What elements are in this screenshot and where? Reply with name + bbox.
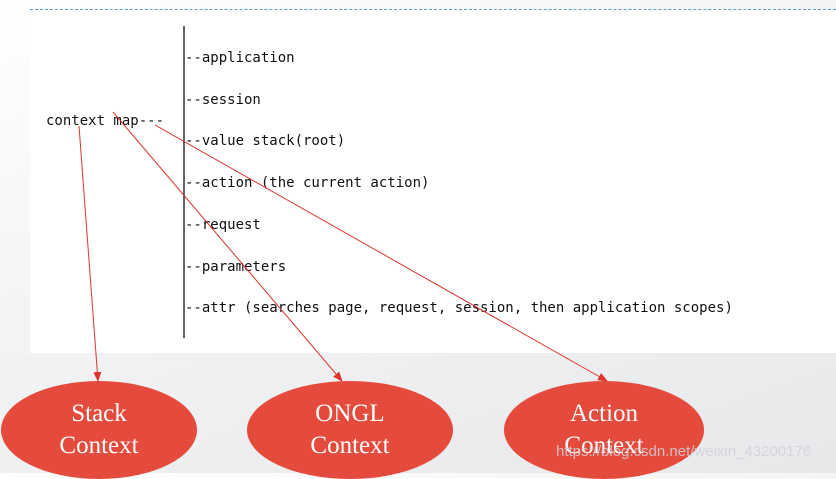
- branch-session: --session: [185, 92, 261, 108]
- branch-application: --application: [185, 50, 295, 66]
- branch-parameters: --parameters: [185, 259, 287, 275]
- ongl-context-line1: ONGL: [315, 400, 385, 427]
- branch-request: --request: [185, 217, 261, 233]
- watermark: https://blog.csdn.net/weixin_43200176: [556, 443, 812, 460]
- stack-context-line1: Stack: [71, 400, 127, 427]
- action-context-line1: Action: [569, 400, 639, 427]
- branch-attr: --attr (searches page, request, session,…: [185, 300, 733, 316]
- stack-context-line2: Context: [59, 432, 139, 459]
- ongl-context-node: ONGL Context: [247, 381, 453, 479]
- action-context-line2: Context: [564, 432, 644, 459]
- branch-action: --action (the current action): [185, 175, 430, 191]
- context-map-label: context map---: [46, 113, 165, 129]
- branch-value-stack: --value stack(root): [185, 133, 346, 149]
- ongl-context-line2: Context: [310, 432, 390, 459]
